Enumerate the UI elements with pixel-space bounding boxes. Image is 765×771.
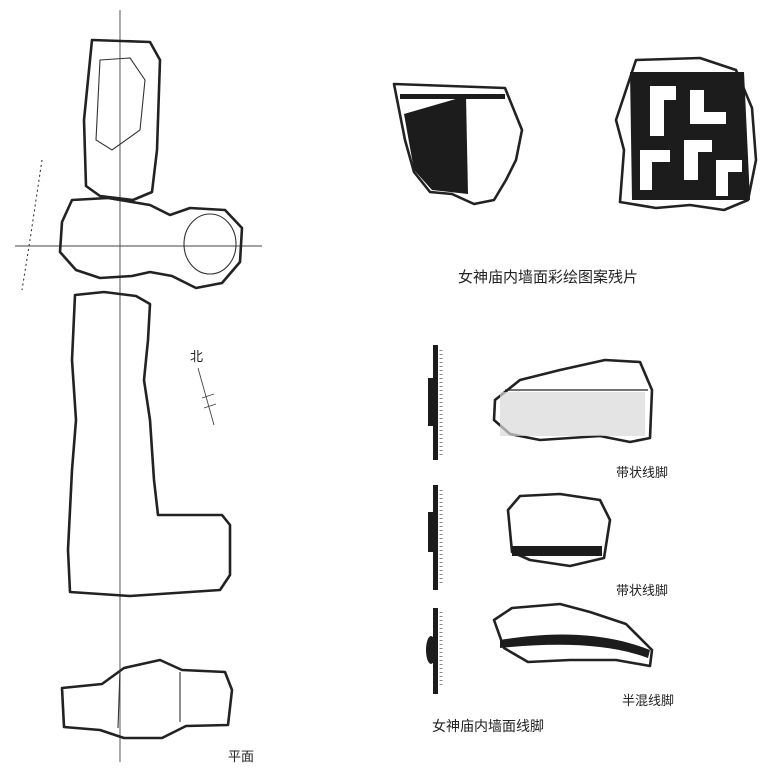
main-hall-outline — [66, 290, 232, 598]
mural-caption: 女神庙内墙面彩绘图案残片 — [458, 268, 639, 286]
mural-fragment-2 — [614, 56, 758, 212]
footing-fragment-3 — [492, 602, 654, 668]
footing-label-3: 半混线脚 — [622, 694, 675, 709]
south-annex-inner — [117, 669, 181, 729]
footing-fragment-1 — [492, 358, 654, 444]
footing-label-1: 带状线脚 — [616, 466, 669, 481]
south-annex-outline — [60, 658, 234, 740]
footing-fragment-2 — [506, 492, 612, 568]
temple-plan-drawing — [15, 10, 262, 762]
central-cross-outline — [58, 196, 244, 290]
north-label: 北 — [190, 350, 204, 365]
footing-profile-sections — [426, 345, 443, 694]
footing-section-1 — [428, 345, 443, 460]
east-apse — [183, 213, 237, 275]
west-edge-stipple — [21, 159, 43, 291]
north-chamber-inner — [95, 57, 146, 151]
north-chamber-outline — [82, 38, 162, 202]
footing-section-2 — [428, 485, 443, 590]
footing-caption: 女神庙内墙面线脚 — [432, 719, 544, 735]
footing-section-3 — [426, 608, 443, 694]
mural-fragment-1 — [392, 82, 524, 206]
plan-label: 平面 — [228, 750, 255, 765]
north-arrow-icon — [197, 367, 217, 426]
footing-label-2: 带状线脚 — [616, 584, 669, 599]
